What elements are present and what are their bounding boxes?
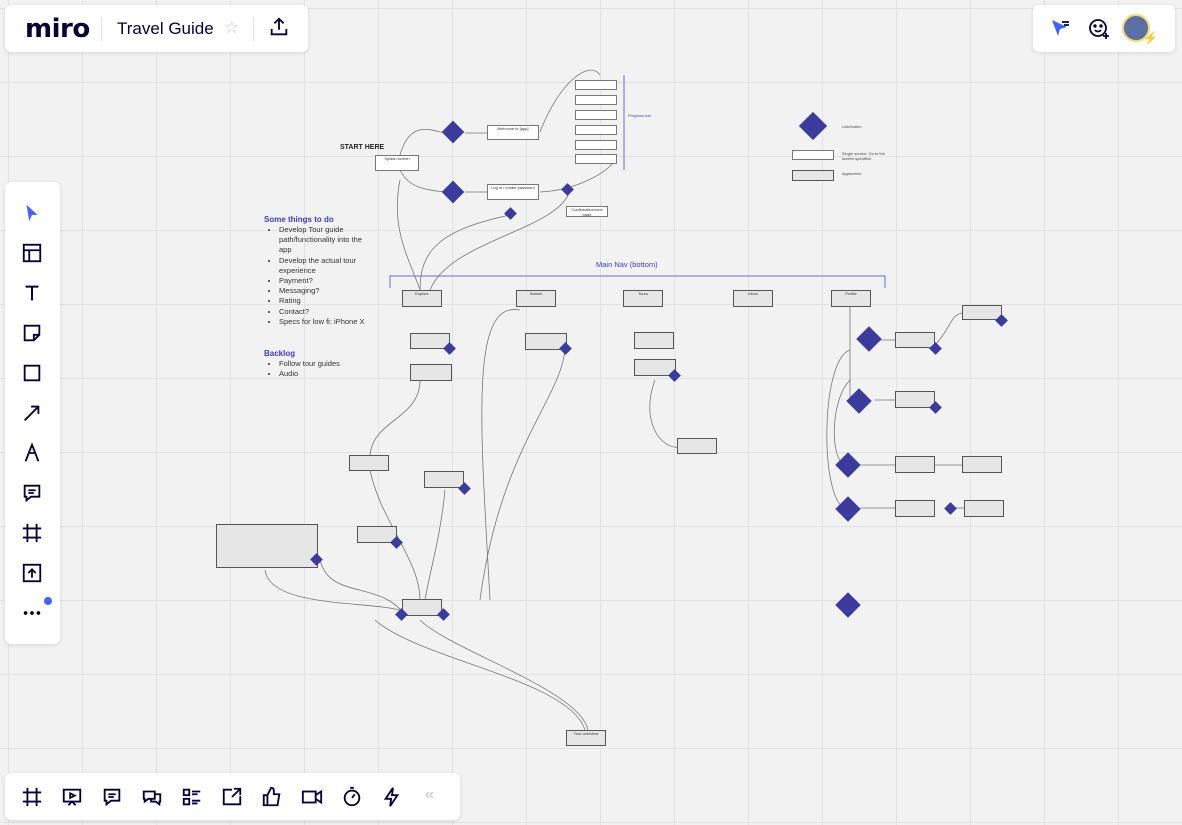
backlog-item: Follow tour guides xyxy=(279,359,340,369)
nav-screen-profile[interactable]: Profile xyxy=(831,290,871,307)
app-screen[interactable] xyxy=(424,471,464,488)
flow-box-splash[interactable]: Splash screen xyxy=(375,155,419,171)
timer-icon[interactable] xyxy=(339,784,365,810)
backlog-item: Audio xyxy=(279,369,340,379)
bottom-toolbar: « xyxy=(5,773,460,820)
select-icon[interactable] xyxy=(18,199,46,227)
header-divider xyxy=(253,17,254,41)
comment-icon[interactable] xyxy=(18,479,46,507)
star-icon[interactable]: ☆ xyxy=(224,18,240,37)
app-screen[interactable] xyxy=(895,456,935,473)
backlog-list: Follow tour guides Audio xyxy=(263,359,340,379)
more-icon[interactable] xyxy=(18,599,46,627)
comments-icon[interactable] xyxy=(99,784,125,810)
header-divider xyxy=(101,17,102,41)
app-screen[interactable] xyxy=(895,500,935,517)
pen-icon[interactable] xyxy=(18,439,46,467)
power-ups-icon[interactable] xyxy=(379,784,405,810)
invite-reaction-icon[interactable] xyxy=(1087,16,1113,42)
todo-heading: Some things to do xyxy=(264,215,334,224)
todo-item: Payment? xyxy=(279,276,369,286)
progress-step[interactable] xyxy=(575,125,617,135)
export-icon[interactable] xyxy=(268,16,294,42)
cursor-filter-icon[interactable] xyxy=(1048,16,1074,42)
flow-box-confirmation[interactable]: Confirmation/next page xyxy=(566,206,608,217)
todo-item: Contact? xyxy=(279,307,369,317)
progress-step[interactable] xyxy=(575,154,617,164)
app-screen[interactable] xyxy=(895,391,935,408)
legend-appscreen xyxy=(792,170,834,181)
board-header: miro Travel Guide ☆ xyxy=(5,5,308,52)
miro-logo[interactable]: miro xyxy=(25,14,90,44)
user-avatar[interactable] xyxy=(1122,14,1150,42)
todo-item: Rating xyxy=(279,296,369,306)
flow-box-login[interactable]: Log in / create password xyxy=(487,184,539,200)
progress-step[interactable] xyxy=(575,140,617,150)
progress-step[interactable] xyxy=(575,95,617,105)
nav-screen-tours[interactable]: Tours xyxy=(623,290,663,307)
nav-screen-inbox[interactable]: Inbox xyxy=(733,290,773,307)
nav-screen-explore[interactable]: Explore xyxy=(402,290,442,307)
legend-appscreen-label: Appscreen xyxy=(842,171,862,176)
video-icon[interactable] xyxy=(299,784,325,810)
legend-single-screen xyxy=(792,150,834,160)
upload-icon[interactable] xyxy=(18,559,46,587)
app-screen[interactable] xyxy=(895,332,935,348)
app-screen[interactable] xyxy=(634,332,674,349)
progress-step[interactable] xyxy=(575,80,617,90)
text-icon[interactable] xyxy=(18,279,46,307)
templates-icon[interactable] xyxy=(18,239,46,267)
app-screen[interactable] xyxy=(410,364,452,381)
notification-dot xyxy=(44,597,52,605)
todo-item: Develop the actual tour experience xyxy=(279,256,369,276)
frames-icon[interactable] xyxy=(19,784,45,810)
app-screen[interactable] xyxy=(962,305,1002,320)
main-nav-label: Main Nav (bottom) xyxy=(596,260,658,269)
progress-step[interactable] xyxy=(575,110,617,120)
todo-item: Specs for low fi: iPhone X xyxy=(279,317,369,327)
share-screen-icon[interactable] xyxy=(219,784,245,810)
backlog-heading: Backlog xyxy=(264,349,296,358)
left-toolbar xyxy=(5,182,60,644)
frame-icon[interactable] xyxy=(18,519,46,547)
reactions-icon[interactable] xyxy=(259,784,285,810)
collaboration-panel: ⚡ xyxy=(1033,5,1175,52)
nav-screen-search[interactable]: Search xyxy=(516,290,556,307)
presentation-icon[interactable] xyxy=(59,784,85,810)
app-screen[interactable] xyxy=(410,333,450,349)
todo-list: Develop Tour guide path/functionality in… xyxy=(263,225,369,327)
todo-item: Develop Tour guide path/functionality in… xyxy=(279,225,369,256)
app-screen[interactable] xyxy=(962,456,1002,473)
app-screen[interactable] xyxy=(677,438,717,454)
todo-item: Messaging? xyxy=(279,286,369,296)
shape-icon[interactable] xyxy=(18,359,46,387)
flow-box-welcome[interactable]: Welcome to [app] xyxy=(487,125,539,140)
app-screen[interactable] xyxy=(964,500,1004,517)
app-screen-large[interactable] xyxy=(216,524,318,568)
arrow-icon[interactable] xyxy=(18,399,46,427)
chat-icon[interactable] xyxy=(139,784,165,810)
legend-link-label: Link/button xyxy=(842,124,862,129)
progress-bar-label: Progress bar xyxy=(628,113,651,118)
sticky-note-icon[interactable] xyxy=(18,319,46,347)
cards-icon[interactable] xyxy=(179,784,205,810)
start-here-label: START HERE xyxy=(340,144,385,151)
app-screen[interactable] xyxy=(402,599,442,616)
app-screen[interactable] xyxy=(349,455,389,471)
app-screen[interactable] xyxy=(357,526,397,543)
bottom-screen[interactable]: Tour overview xyxy=(566,730,606,746)
board-title[interactable]: Travel Guide xyxy=(117,19,214,38)
app-screen[interactable] xyxy=(525,333,567,350)
bolt-icon: ⚡ xyxy=(1143,31,1158,45)
collapse-chevron-icon[interactable]: « xyxy=(425,786,434,803)
app-screen[interactable] xyxy=(634,359,676,376)
legend-single-screen-label: Single screen: Go to the screen specifie… xyxy=(842,151,885,161)
